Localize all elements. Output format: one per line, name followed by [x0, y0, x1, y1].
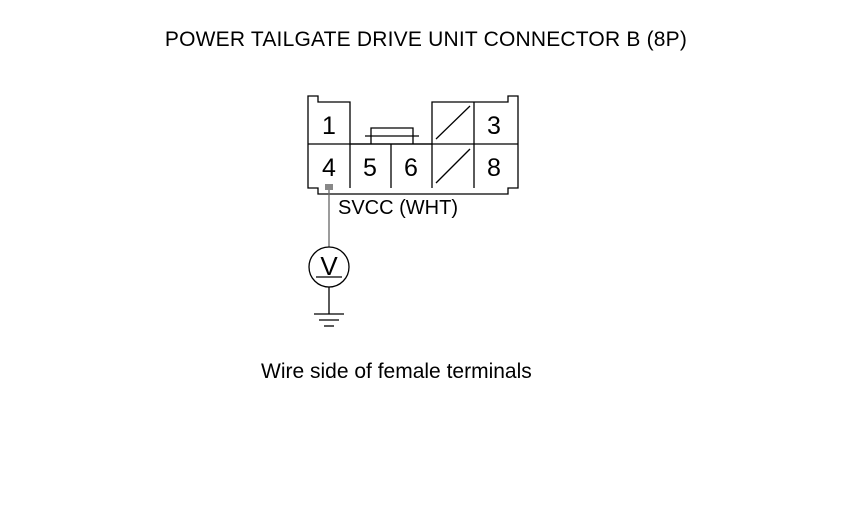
diagram-caption: Wire side of female terminals	[261, 360, 532, 383]
unused-cavity-7	[435, 148, 471, 184]
connector-shell	[307, 95, 519, 195]
voltmeter-symbol: V	[320, 251, 338, 281]
wire-label: SVCC (WHT)	[338, 197, 458, 219]
pin-8-label: 8	[487, 154, 501, 182]
pin-4-label: 4	[322, 154, 336, 182]
pin-3-label: 3	[487, 112, 501, 140]
pin-1-label: 1	[322, 112, 336, 140]
unused-cavity-2	[435, 105, 471, 140]
probe-tip	[325, 184, 333, 190]
diagram-title: POWER TAILGATE DRIVE UNIT CONNECTOR B (8…	[164, 28, 688, 51]
pin-5-label: 5	[363, 154, 377, 182]
ground-icon	[314, 313, 344, 327]
pin-6-label: 6	[404, 154, 418, 182]
